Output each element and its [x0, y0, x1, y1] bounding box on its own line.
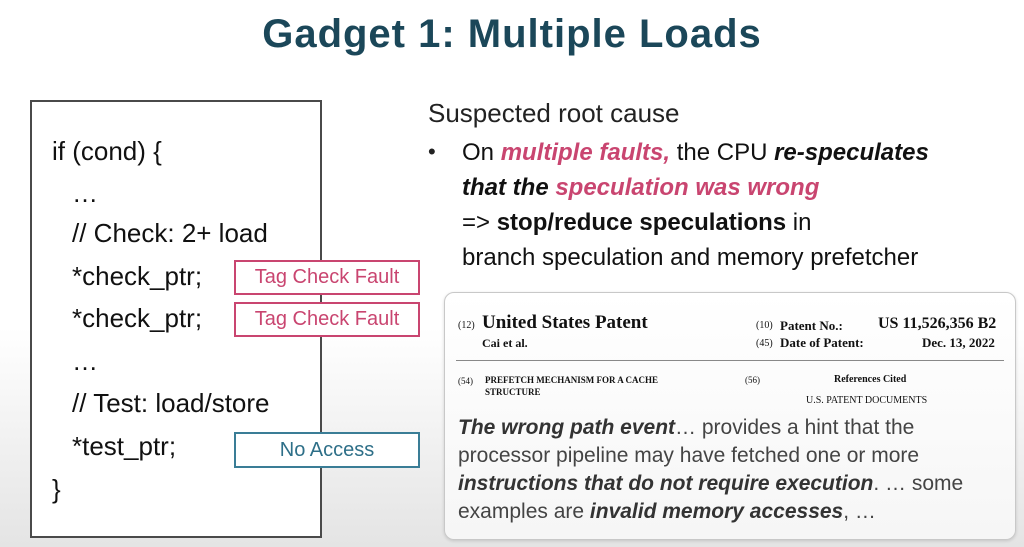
patent-title-line-1: PREFETCH MECHANISM FOR A CACHE: [485, 375, 659, 385]
patent-num-45: (45): [756, 338, 773, 349]
code-line-ellipsis-2: …: [72, 346, 98, 376]
patent-num-12: (12): [458, 320, 475, 331]
code-line-close: }: [52, 474, 61, 504]
code-line-if: if (cond) {: [52, 136, 162, 166]
code-line-test-ptr: *test_ptr;: [72, 431, 177, 461]
root-cause-line-3: => stop/reduce speculations in: [462, 209, 812, 236]
no-access-badge: No Access: [234, 432, 420, 468]
tag-check-fault-badge-1: Tag Check Fault: [234, 260, 420, 295]
patent-num-10: (10): [756, 320, 773, 331]
patent-quote-line-3: instructions that do not require executi…: [458, 472, 964, 495]
root-cause-line-1: On multiple faults, the CPU re-speculate…: [462, 139, 929, 166]
patent-excerpt: [444, 292, 1016, 540]
bullet-dot: •: [428, 139, 436, 164]
slide-title: Gadget 1: Multiple Loads: [262, 12, 762, 56]
patent-date: Dec. 13, 2022: [922, 335, 995, 350]
tag-check-fault-badge-2: Tag Check Fault: [234, 302, 420, 337]
patent-quote-line-4: examples are invalid memory accesses, …: [458, 500, 876, 523]
code-line-check-ptr-2: *check_ptr;: [72, 303, 203, 333]
patent-date-label: Date of Patent:: [780, 335, 864, 350]
patent-title-line-2: STRUCTURE: [485, 387, 541, 397]
patent-quote-line-1: The wrong path event… provides a hint th…: [458, 416, 915, 439]
root-cause-line-4: branch speculation and memory prefetcher: [462, 244, 919, 271]
patent-authors: Cai et al.: [482, 336, 528, 350]
code-line-check-ptr-1: *check_ptr;: [72, 261, 203, 291]
patent-us-documents: U.S. PATENT DOCUMENTS: [806, 395, 928, 406]
patent-num-56: (56): [745, 375, 760, 385]
root-cause-line-2: that the speculation was wrong: [462, 174, 820, 201]
patent-quote-line-2: processor pipeline may have fetched one …: [458, 444, 920, 467]
code-line-test-comment: // Test: load/store: [72, 388, 270, 418]
code-line-ellipsis: …: [72, 178, 98, 208]
patent-type: United States Patent: [482, 312, 648, 333]
root-cause-heading: Suspected root cause: [428, 98, 680, 128]
patent-num-54: (54): [458, 376, 473, 386]
patent-no-label: Patent No.:: [780, 318, 843, 333]
patent-divider: [456, 360, 1004, 361]
patent-references-cited: References Cited: [834, 374, 907, 385]
code-line-check-comment: // Check: 2+ load: [72, 218, 268, 248]
patent-number: US 11,526,356 B2: [878, 315, 997, 332]
